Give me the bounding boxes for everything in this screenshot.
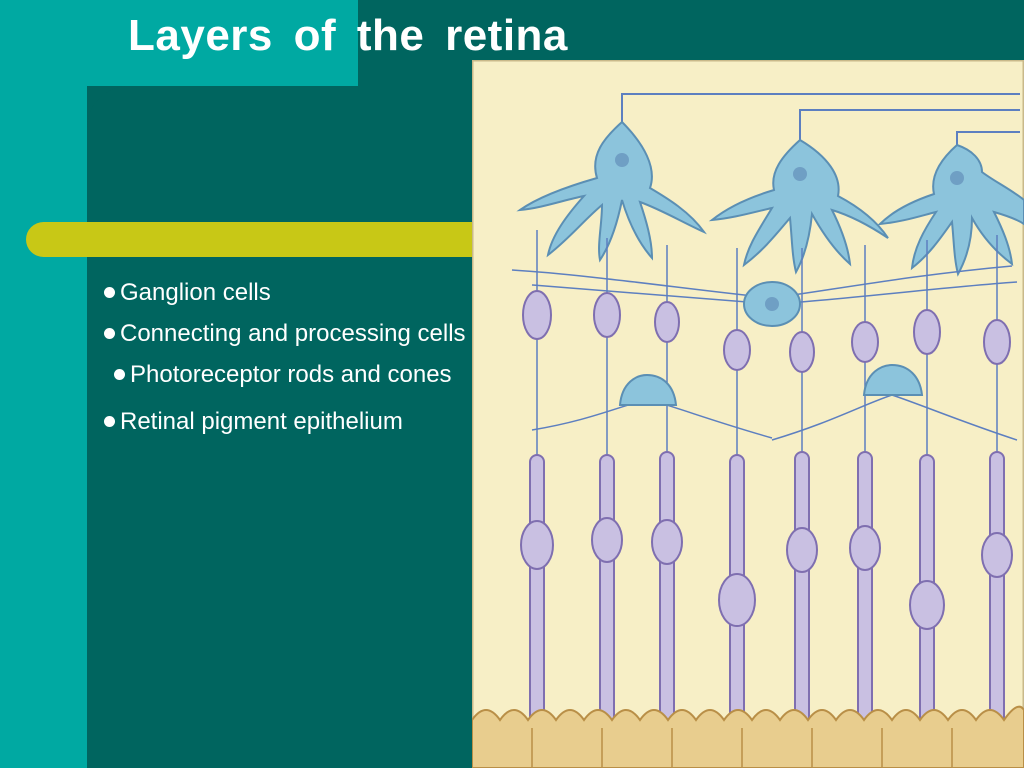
bullet-item-ganglion: Ganglion cells [104,272,469,313]
retina-layers-illustration [472,60,1024,768]
panel-rounded-corner [87,86,147,146]
bullet-item-connecting: Connecting and processing cells [104,313,469,354]
bullet-text: Retinal pigment epithelium [120,408,403,435]
slide-title: Layers of the retina [128,10,568,62]
bullet-text: Ganglion cells [120,279,271,306]
accent-bar [26,222,486,257]
left-accent-panel [0,0,87,768]
bullet-text: Connecting and processing cells [120,320,466,347]
bullet-item-photoreceptor: Photoreceptor rods and cones [104,354,469,395]
bullet-dot-icon [104,287,115,298]
bullet-dot-icon [104,416,115,427]
bullet-item-epithelium: Retinal pigment epithelium [104,401,469,442]
retina-diagram-svg [472,60,1024,768]
bullet-list: Ganglion cells Connecting and processing… [104,272,469,442]
bullet-dot-icon [114,369,125,380]
bullet-dot-icon [104,328,115,339]
bullet-text: Photoreceptor rods and cones [130,361,452,388]
